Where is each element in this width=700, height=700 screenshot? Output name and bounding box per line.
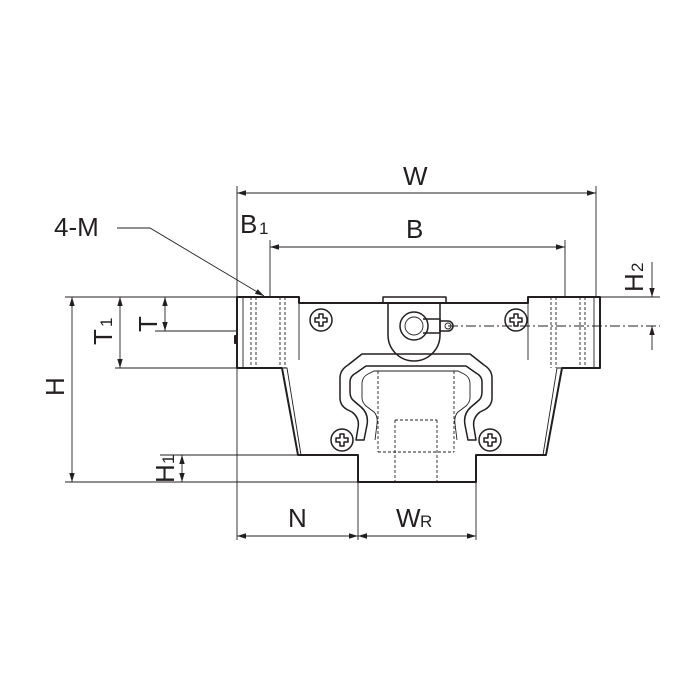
label-H: H [40,377,70,396]
right-tapped-hole-hidden [550,297,586,368]
label-B1-main: B [240,209,257,239]
label-B: B [406,214,423,244]
top-left-screw-icon [309,308,333,332]
grease-nipple-nozzle [423,318,441,334]
left-body-step [282,367,302,456]
label-T1-sub: 1 [97,318,116,327]
label-H1: H 1 [150,455,180,483]
label-T: T [133,316,163,332]
grease-port-housing [382,296,447,303]
label-T1-main: T [88,329,118,345]
seal-profile-inner [361,370,471,441]
label-WR-main: W [396,503,421,533]
label-4M: 4-M [54,212,99,242]
grease-nipple-core [404,316,424,336]
label-W: W [403,161,428,191]
label-N: N [288,503,307,533]
label-T1: T 1 [88,318,118,345]
bottom-left-screw-icon [330,428,354,452]
label-H2-sub: 2 [628,263,647,272]
left-tapped-hole-hidden [250,297,286,368]
carriage-block-outline [234,296,601,483]
label-H2: H 2 [619,263,649,292]
right-body-step [542,367,562,456]
label-WR-sub: R [420,512,432,531]
grease-nipple-ring [399,311,429,341]
label-B1: B 1 [240,209,268,239]
rail-outline-hidden [377,371,455,453]
top-right-screw-icon [504,308,528,332]
label-H1-sub: 1 [159,455,178,464]
leader-4M [117,227,265,297]
label-WR: W R [396,503,432,533]
bottom-right-screw-icon [478,428,502,452]
grease-port-body [387,303,441,362]
label-B1-sub: 1 [259,219,268,238]
label-H2-main: H [619,273,649,292]
seal-profile-outer [339,353,493,441]
label-H1-main: H [150,464,180,483]
